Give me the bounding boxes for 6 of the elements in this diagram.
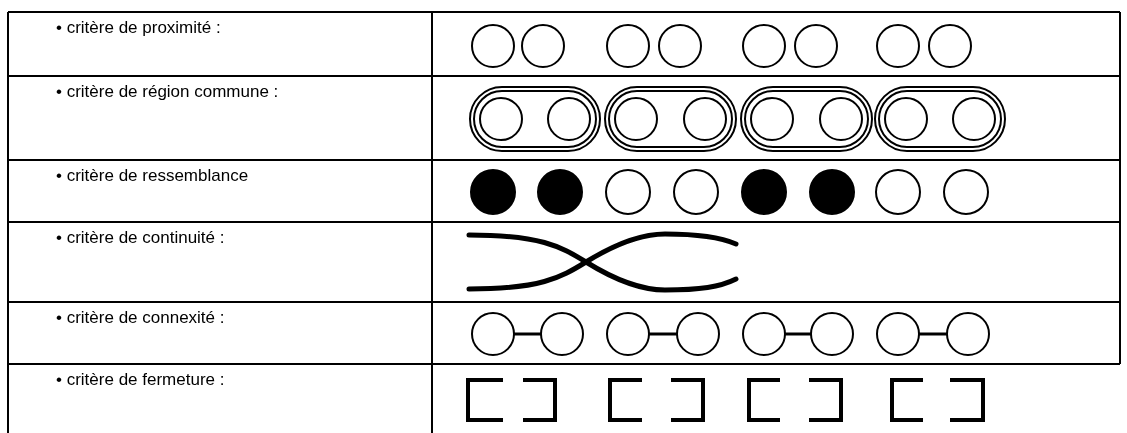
criterion-label: • critère de continuité : — [56, 228, 225, 248]
criterion-label: • critère de proximité : — [56, 18, 221, 38]
criterion-label: • critère de région commune : — [56, 82, 279, 102]
criterion-label: • critère de fermeture : — [56, 370, 225, 390]
criterion-label: • critère de ressemblance — [56, 166, 249, 186]
criterion-label: • critère de connexité : — [56, 308, 225, 328]
